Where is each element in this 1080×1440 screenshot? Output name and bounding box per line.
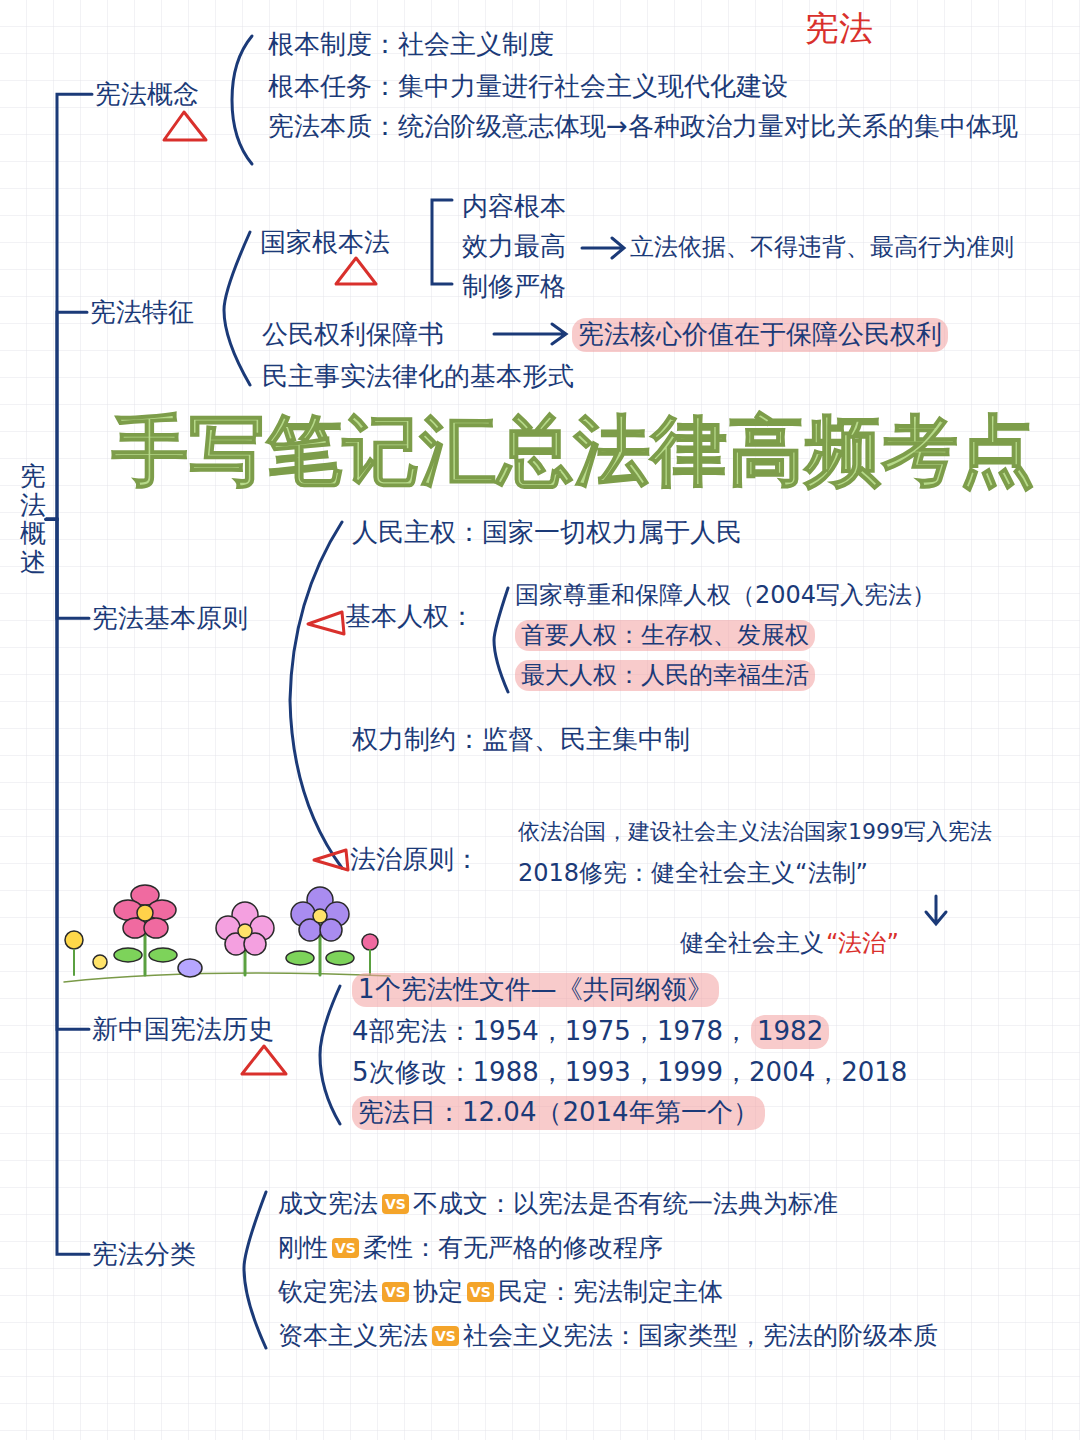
note-text: 4部宪法：1954，1975，1978，: [352, 1015, 749, 1049]
note-text: 宪法日：12.04（2014年第一个）: [352, 1096, 765, 1130]
topic-text: 宪法特征: [90, 297, 194, 327]
note-text: 协定: [413, 1276, 463, 1309]
page-title: 宪法: [805, 6, 873, 52]
topic-text: 宪法概念: [95, 79, 199, 109]
watermark: 手写笔记汇总法律高频考点: [112, 402, 1036, 501]
note-text: 健全社会主义: [680, 928, 824, 959]
arrow: [582, 238, 624, 258]
vs-badge: VS: [332, 1238, 359, 1258]
key-mark: [336, 258, 376, 284]
note-text: 成文宪法: [278, 1188, 378, 1221]
note-text: 权力制约：监督、民主集中制: [352, 723, 690, 757]
key-mark: [308, 612, 344, 634]
note-text: 国家根本法: [260, 226, 390, 260]
tree-connector: [46, 519, 89, 1029]
root-topic: 宪法概述: [20, 462, 46, 576]
note-text: 制修严格: [462, 270, 566, 304]
note-text: 不成文：以宪法是否有统一法典为标准: [413, 1188, 838, 1221]
note-text: 国家尊重和保障人权（2004写入宪法）: [515, 580, 936, 611]
note-text: 1982: [751, 1015, 829, 1049]
topic-text: 宪法基本原则: [92, 603, 248, 633]
bracket: [290, 522, 342, 868]
note-text: 最大人权：人民的幸福生活: [515, 660, 815, 691]
note-text: 钦定宪法: [278, 1276, 378, 1309]
note-text: 基本人权：: [345, 600, 475, 634]
vs-badge: VS: [432, 1326, 459, 1346]
branch-topic: 新中国宪法历史: [92, 1013, 274, 1046]
note-text: 根本任务：集中力量进行社会主义现代化建设: [268, 70, 788, 104]
topic-text: 宪法概述: [20, 462, 46, 576]
note-text: 内容根本: [462, 190, 566, 224]
note-text: 民主事实法律化的基本形式: [262, 360, 574, 394]
note-text: 立法依据、不得违背、最高行为准则: [630, 232, 1014, 263]
note-text: 首要人权：生存权、发展权: [515, 620, 815, 651]
note-text: 5次修改：1988，1993，1999，2004，2018: [352, 1056, 907, 1090]
note-text: 民定：宪法制定主体: [498, 1276, 723, 1309]
note-text: 社会主义宪法：国家类型，宪法的阶级本质: [463, 1320, 938, 1353]
vs-badge: VS: [382, 1282, 409, 1302]
tree-connector: [46, 312, 87, 519]
topic-text: 宪法分类: [92, 1239, 196, 1269]
bracket: [320, 986, 340, 1124]
tree-connector: [46, 519, 89, 618]
note-text: “法治”: [826, 928, 899, 959]
key-mark: [164, 112, 206, 140]
flower-illustration: [64, 885, 390, 982]
note-text: 效力最高: [462, 230, 566, 264]
tree-connector: [46, 519, 89, 1254]
note-text: 公民权利保障书: [262, 318, 444, 352]
vs-badge: VS: [382, 1194, 409, 1214]
bracket: [244, 1192, 266, 1348]
tree-connector: [46, 94, 92, 519]
branch-topic: 宪法概念: [95, 78, 199, 111]
bracket: [494, 588, 508, 692]
note-text: 宪法核心价值在于保障公民权利: [572, 318, 948, 352]
note-text: 2018修宪：健全社会主义“法制”: [518, 858, 868, 889]
note-text: 法治原则：: [350, 843, 480, 877]
note-text: 宪法本质：统治阶级意志体现→各种政治力量对比关系的集中体现: [268, 110, 1058, 144]
branch-topic: 宪法分类: [92, 1238, 196, 1271]
note-text: 资本主义宪法: [278, 1320, 428, 1353]
key-mark: [242, 1046, 286, 1074]
vs-badge: VS: [467, 1282, 494, 1302]
note-text: 依法治国，建设社会主义法治国家1999写入宪法: [518, 818, 992, 847]
bracket: [224, 232, 250, 385]
branch-topic: 宪法特征: [90, 296, 194, 329]
bracket: [232, 36, 252, 164]
note-text: 根本制度：社会主义制度: [268, 28, 554, 62]
note-text: 柔性：有无严格的修改程序: [363, 1232, 663, 1265]
branch-topic: 宪法基本原则: [92, 602, 248, 635]
note-text: 1个宪法性文件—《共同纲领》: [352, 973, 719, 1007]
arrow: [926, 896, 946, 924]
note-text: 刚性: [278, 1232, 328, 1265]
key-mark: [314, 850, 348, 870]
arrow: [494, 324, 566, 344]
topic-text: 新中国宪法历史: [92, 1014, 274, 1044]
note-text: 人民主权：国家一切权力属于人民: [352, 516, 742, 550]
bracket: [432, 200, 452, 284]
